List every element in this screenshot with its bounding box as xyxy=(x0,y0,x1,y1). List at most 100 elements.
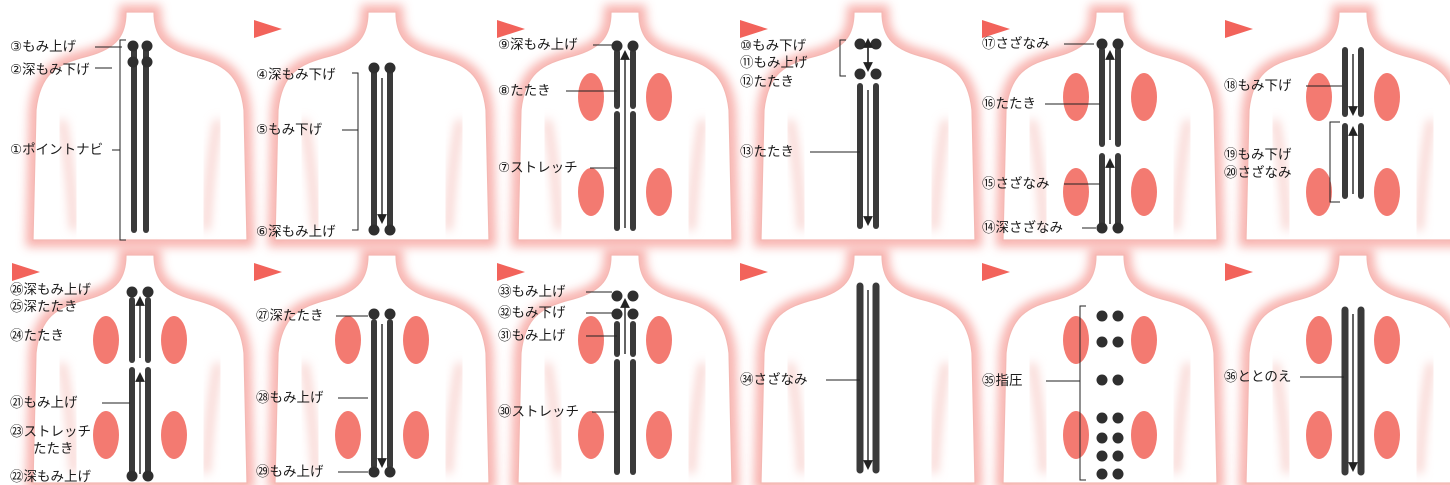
step-label: ㉓ストレッチ xyxy=(10,424,91,440)
muscle-upper-left xyxy=(93,316,119,364)
roller-dot xyxy=(1097,433,1108,444)
step-label: ⑳さざなみ xyxy=(1224,164,1292,181)
step-label: ②深もみ下げ xyxy=(10,62,90,78)
step-label: ①ポイントナビ xyxy=(10,142,103,158)
step-flag-icon xyxy=(254,263,282,281)
roller-dot xyxy=(128,57,139,68)
step-flag-icon xyxy=(1225,263,1253,281)
step-flag-icon xyxy=(740,20,768,38)
muscle-lower-left xyxy=(1063,168,1089,216)
step-label: ⑪もみ上げ xyxy=(740,55,808,71)
roller-dot xyxy=(127,287,138,298)
muscle-upper-left xyxy=(1306,73,1332,121)
roller-dot xyxy=(612,41,623,52)
muscle-upper-right xyxy=(646,73,672,121)
step-label: ㉝もみ上げ xyxy=(498,284,566,300)
roller-dot xyxy=(855,69,866,80)
step-label: ④深もみ下げ xyxy=(256,67,336,83)
step-flag-icon xyxy=(1225,20,1253,38)
step-label: ⑭深さざなみ xyxy=(982,219,1063,236)
step-flag-icon xyxy=(254,20,282,38)
muscle-lower-left xyxy=(1306,411,1332,459)
panel-p5: ⑰さざなみ ⑯たたき ⑮さざなみ ⑭深さざなみ xyxy=(982,12,1217,240)
muscle-lower-right xyxy=(403,411,429,459)
roller-dot xyxy=(369,309,380,320)
muscle-upper-left xyxy=(1063,316,1089,364)
muscle-upper-right xyxy=(1374,316,1400,364)
panel-p12: ㊱ととのえ xyxy=(1224,255,1450,483)
roller-dot xyxy=(385,467,396,478)
roller-dot xyxy=(1097,337,1108,348)
muscle-upper-right xyxy=(403,316,429,364)
muscle-upper-left xyxy=(578,316,604,364)
muscle-lower-left xyxy=(1306,168,1332,216)
step-label: ㉟指圧 xyxy=(982,373,1023,389)
muscle-lower-right xyxy=(646,411,672,459)
roller-dot xyxy=(1097,375,1108,386)
roller-dot xyxy=(612,309,623,320)
roller-dot xyxy=(1097,223,1108,234)
roller-dot xyxy=(628,309,639,320)
step-flag-icon xyxy=(497,20,525,38)
step-flag-icon xyxy=(982,263,1010,281)
step-label: たたき xyxy=(33,441,74,457)
roller-dot xyxy=(127,471,138,482)
muscle-lower-right xyxy=(1374,411,1400,459)
roller-dot xyxy=(1097,39,1108,50)
roller-dot xyxy=(1113,39,1124,50)
muscle-upper-left xyxy=(578,73,604,121)
step-label: ⑲もみ下げ xyxy=(1224,147,1292,163)
step-label: ㉞さざなみ xyxy=(740,371,808,388)
muscle-upper-right xyxy=(1131,316,1157,364)
roller-dot xyxy=(1113,311,1124,322)
panel-p9: ㉝もみ上げ㉜もみ下げ㉛もみ上げ㉚ストレッチ xyxy=(497,255,732,483)
roller-dot xyxy=(142,41,153,52)
step-label: ㉜もみ下げ xyxy=(498,305,566,321)
roller-dot xyxy=(128,41,139,52)
step-label: ㉔たたき xyxy=(10,328,64,344)
step-label: ⑱もみ下げ xyxy=(1224,78,1292,94)
step-label: ⑰さざなみ xyxy=(982,35,1050,52)
step-label: ㉛もみ上げ xyxy=(498,328,566,344)
step-label: ㊱ととのえ xyxy=(1224,369,1291,385)
step-flag-icon xyxy=(12,263,40,281)
roller-dot xyxy=(1113,223,1124,234)
roller-dot xyxy=(612,291,623,302)
panel-p11: ㉟指圧 xyxy=(982,255,1217,483)
step-label: ㉘もみ上げ xyxy=(256,390,324,406)
roller-dot xyxy=(871,69,882,80)
step-label: ㉑もみ上げ xyxy=(10,395,78,411)
muscle-upper-left xyxy=(335,316,361,364)
muscle-lower-right xyxy=(161,411,187,459)
step-label: ③もみ上げ xyxy=(10,39,77,55)
roller-dot xyxy=(1097,413,1108,424)
step-label: ⑦ストレッチ xyxy=(498,160,578,176)
muscle-upper-right xyxy=(646,316,672,364)
roller-dot xyxy=(1097,311,1108,322)
muscle-upper-left xyxy=(1063,73,1089,121)
step-label: ⑮さざなみ xyxy=(982,175,1050,192)
roller-dot xyxy=(385,309,396,320)
panel-p10: ㉞さざなみ xyxy=(740,255,975,483)
roller-dot xyxy=(385,63,396,74)
step-label: ⑯たたき xyxy=(982,96,1036,112)
step-label: ㉖深もみ上げ xyxy=(10,282,91,298)
muscle-lower-left xyxy=(578,411,604,459)
step-label: ⑩もみ下げ xyxy=(740,38,807,54)
roller-dot xyxy=(1097,469,1108,480)
step-label: ㉕深たたき xyxy=(10,299,78,315)
step-label: ㉗深たたき xyxy=(256,308,324,324)
roller-dot xyxy=(143,471,154,482)
step-label: ㉙もみ上げ xyxy=(256,464,324,480)
roller-dot xyxy=(1113,413,1124,424)
roller-dot xyxy=(1113,375,1124,386)
step-label: ⑨深もみ上げ xyxy=(498,37,578,53)
step-label: ⑥深もみ上げ xyxy=(256,224,336,240)
roller-dot xyxy=(369,225,380,236)
